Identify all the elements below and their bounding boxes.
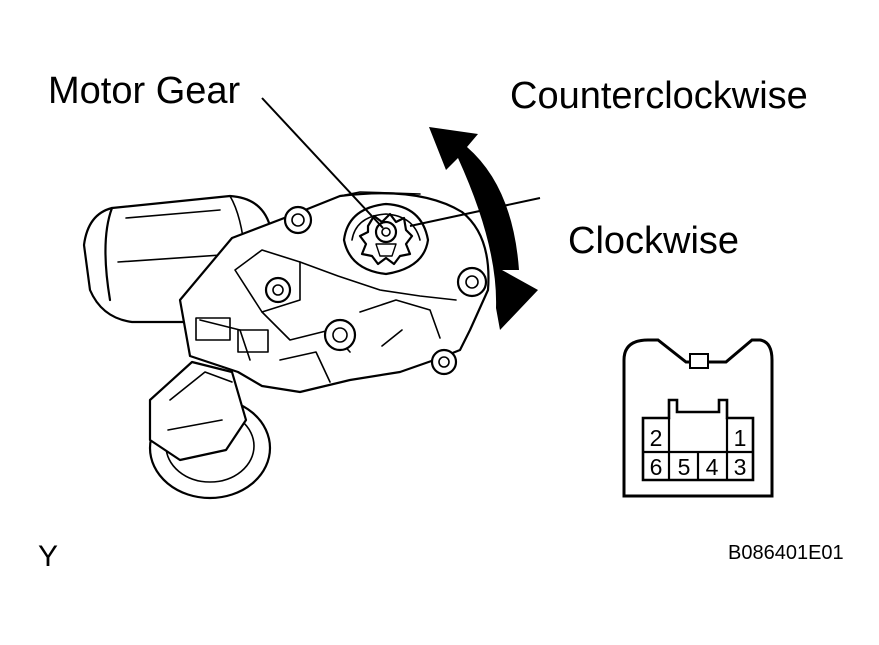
counterclockwise-label: Counterclockwise [510,75,808,117]
pin-1: 1 [734,425,747,451]
motor-gear-label: Motor Gear [48,70,241,112]
clockwise-label: Clockwise [568,220,740,262]
view-label: Y [38,540,59,573]
pin-6: 6 [650,454,663,480]
figure-code: B086401E01 [728,542,844,564]
rotation-arrow [429,127,538,330]
gear-housing [178,192,490,394]
connector-housing [148,360,248,462]
pin-4: 4 [706,454,719,480]
window-motor-illustration [82,191,490,500]
pin-2: 2 [650,425,663,451]
clockwise-leader [409,197,541,227]
pin-5: 5 [678,454,691,480]
pin-3: 3 [734,454,747,480]
motor-gear-leader [261,97,384,229]
connector-face [622,338,774,498]
